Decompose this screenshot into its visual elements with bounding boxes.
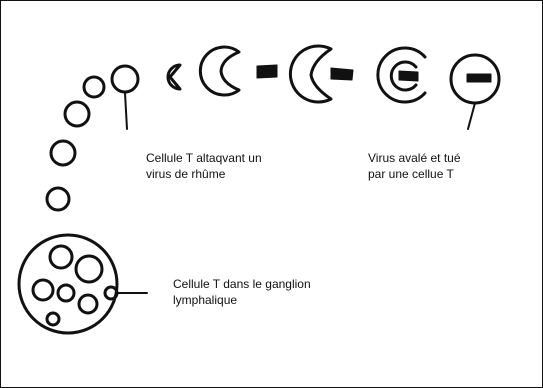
attack-pointer-line bbox=[125, 93, 127, 129]
virus bbox=[331, 68, 353, 80]
engulf-stage-2 bbox=[290, 46, 353, 102]
lymph-node bbox=[19, 235, 147, 333]
t-cell bbox=[47, 188, 69, 210]
node-t-cell bbox=[58, 285, 74, 301]
t-cell bbox=[65, 102, 89, 126]
label-virus-swallowed: Virus avalé et tué par une cellue T bbox=[368, 150, 528, 182]
engulf-stage-4 bbox=[451, 55, 499, 129]
t-cell bbox=[51, 141, 75, 165]
engulf-stage-3 bbox=[378, 48, 425, 102]
virus bbox=[257, 65, 277, 78]
t-cell-notched bbox=[168, 65, 180, 89]
migrating-t-cells bbox=[47, 66, 138, 210]
t-cell bbox=[84, 77, 104, 97]
t-cell-engulfing bbox=[290, 46, 331, 102]
swallowed-pointer-line bbox=[468, 103, 475, 129]
label-attacking-virus: Cellule T altaqvant un virus de rhûme bbox=[146, 150, 316, 182]
node-t-cell bbox=[79, 295, 97, 313]
node-t-cell bbox=[76, 256, 102, 282]
t-cell bbox=[112, 66, 138, 92]
label-lymph-node: Cellule T dans le ganglion lymphalique bbox=[173, 276, 363, 308]
virus bbox=[467, 74, 491, 82]
node-t-cell bbox=[33, 280, 53, 300]
engulf-stage-1 bbox=[200, 47, 277, 95]
node-t-cell bbox=[50, 246, 72, 268]
node-t-cell bbox=[47, 313, 59, 325]
virus bbox=[399, 71, 418, 81]
t-cell-engulfing bbox=[200, 47, 239, 95]
